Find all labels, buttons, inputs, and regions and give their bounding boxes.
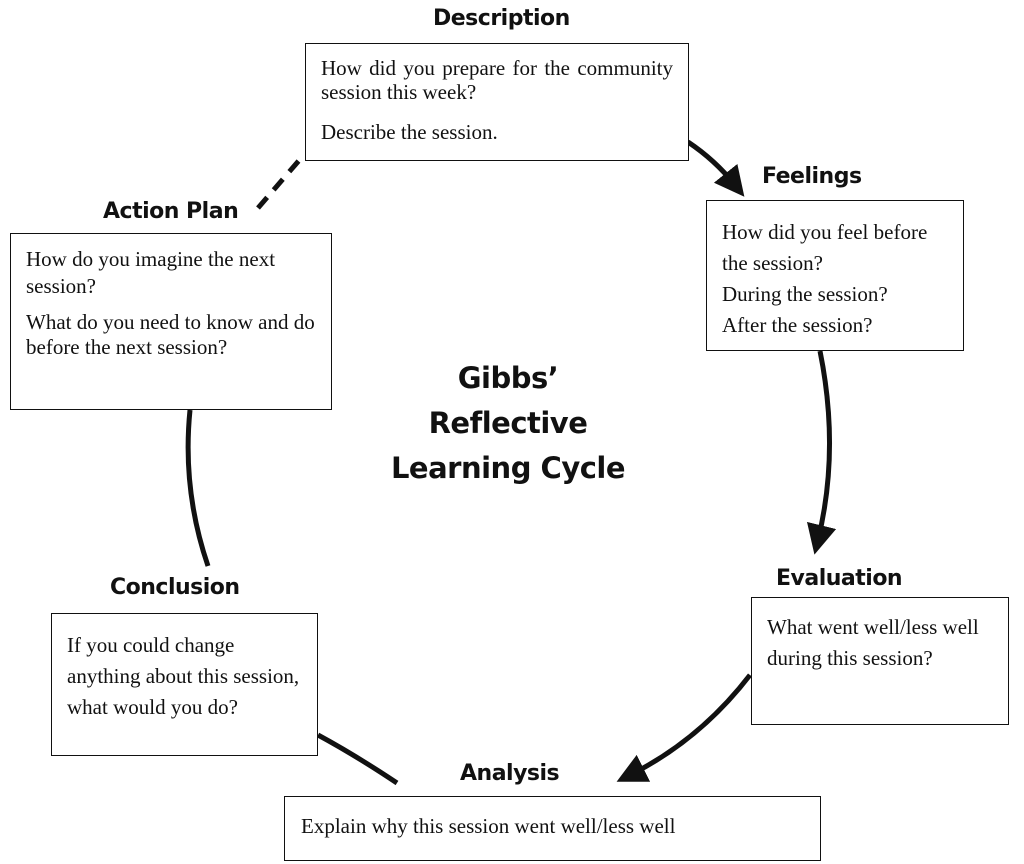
dashed-connector-action-to-description <box>256 155 304 210</box>
action-plan-question: What do you need to know and do before t… <box>26 310 315 359</box>
description-question: How did you prepare for the community se… <box>321 56 673 104</box>
diagram-title-line: Learning Cycle <box>390 451 626 485</box>
diagram-title-line: Reflective <box>428 406 588 440</box>
conclusion-question: If you could change anything about this … <box>67 633 300 719</box>
analysis-question: Explain why this session went well/less … <box>301 814 676 838</box>
action-plan-question: How do you imagine the next session? <box>26 247 276 298</box>
feelings-question: How did you feel before the session? <box>722 220 928 275</box>
feelings-title: Feelings <box>762 164 862 189</box>
description-question: Describe the session. <box>321 120 498 144</box>
conclusion-box: If you could change anything about this … <box>51 613 318 756</box>
action-plan-box: How do you imagine the next session? Wha… <box>10 233 332 410</box>
analysis-box: Explain why this session went well/less … <box>284 796 821 861</box>
evaluation-title: Evaluation <box>776 566 903 591</box>
conclusion-title: Conclusion <box>110 575 240 600</box>
description-box: How did you prepare for the community se… <box>305 43 689 161</box>
connector-conclusion-to-action-plan <box>185 409 211 567</box>
action-plan-title: Action Plan <box>103 199 239 224</box>
description-title: Description <box>433 6 570 31</box>
feelings-question: After the session? <box>722 313 873 337</box>
evaluation-question: What went well/less well during this ses… <box>767 615 979 670</box>
connector-analysis-to-conclusion <box>316 732 399 786</box>
arrow-description-to-feelings <box>686 139 745 197</box>
analysis-title: Analysis <box>460 761 560 786</box>
arrow-evaluation-to-analysis <box>616 673 752 782</box>
feelings-box: How did you feel before the session? Dur… <box>706 200 964 351</box>
arrow-feelings-to-evaluation <box>806 350 837 555</box>
evaluation-box: What went well/less well during this ses… <box>751 597 1009 725</box>
diagram-title: Gibbs’ Reflective Learning Cycle <box>368 356 648 491</box>
diagram-title-line: Gibbs’ <box>457 361 559 395</box>
feelings-question: During the session? <box>722 282 888 306</box>
